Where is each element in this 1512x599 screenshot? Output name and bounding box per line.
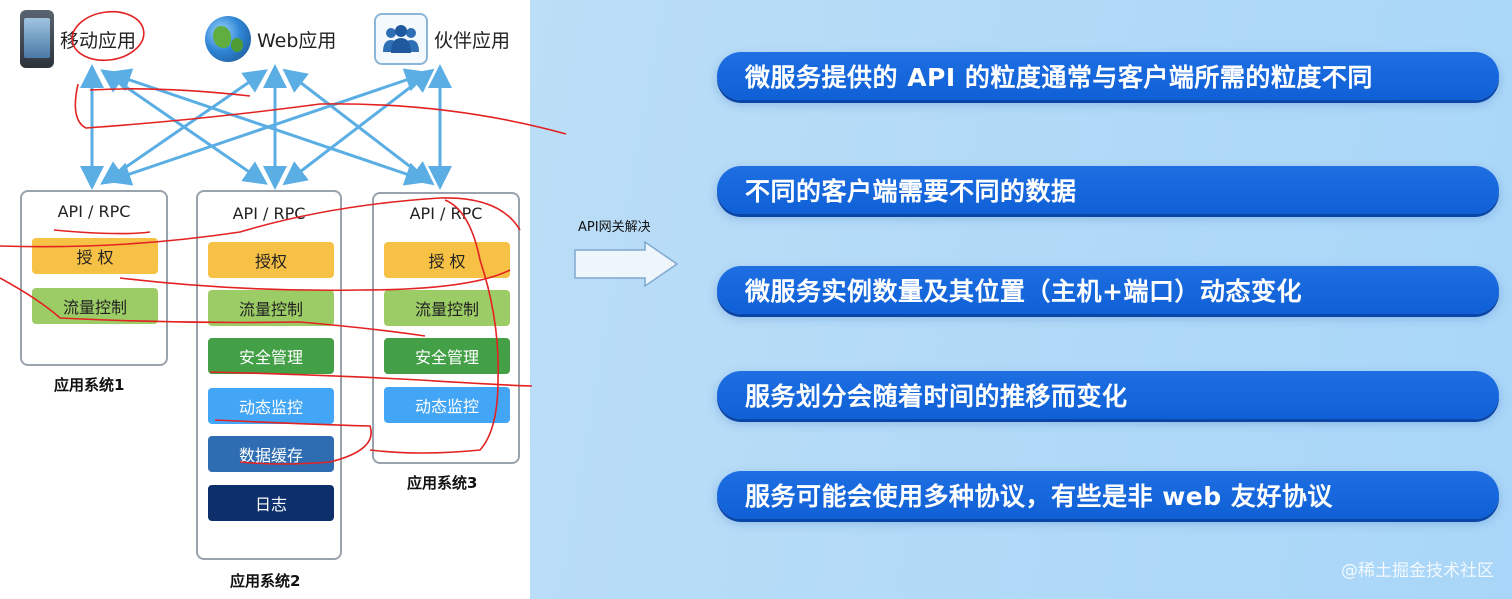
problem-pill-api-granularity: 微服务提供的 API 的粒度通常与客户端所需的粒度不同 [717, 52, 1499, 100]
problem-pill-client-data: 不同的客户端需要不同的数据 [717, 166, 1499, 214]
architecture-diagram: 移动应用 Web应用 伙伴应用 [0, 0, 530, 599]
security-module: 安全管理 [208, 338, 334, 374]
client-mobile: 移动应用 [20, 10, 136, 68]
system-3-name: 应用系统3 [407, 474, 478, 492]
traffic-control-module: 流量控制 [208, 290, 334, 326]
watermark: @稀土掘金技术社区 [1341, 561, 1494, 581]
system-1-header: API / RPC [57, 202, 131, 221]
globe-icon [205, 16, 251, 62]
auth-module: 授 权 [32, 238, 158, 274]
system-1: API / RPC 授 权 流量控制 [20, 190, 168, 366]
auth-module: 授 权 [384, 242, 510, 278]
phone-icon [20, 10, 54, 68]
problem-pill-protocols: 服务可能会使用多种协议，有些是非 web 友好协议 [717, 471, 1499, 519]
right-arrow-icon [574, 240, 679, 288]
problem-pill-instance-location: 微服务实例数量及其位置（主机+端口）动态变化 [717, 266, 1499, 314]
client-mobile-label: 移动应用 [60, 29, 137, 52]
system-3: API / RPC 授 权 流量控制 安全管理 动态监控 [372, 192, 520, 464]
log-module: 日志 [208, 485, 334, 521]
client-web-label: Web应用 [257, 29, 337, 52]
traffic-control-module: 流量控制 [32, 288, 158, 324]
monitor-module: 动态监控 [384, 387, 510, 423]
system-2-header: API / RPC [232, 204, 306, 223]
monitor-module: 动态监控 [208, 388, 334, 424]
security-module: 安全管理 [384, 338, 510, 374]
traffic-control-module: 流量控制 [384, 290, 510, 326]
client-web: Web应用 [205, 10, 336, 68]
client-partner: 伙伴应用 [374, 10, 510, 68]
system-3-header: API / RPC [409, 204, 483, 223]
system-1-name: 应用系统1 [54, 376, 125, 394]
auth-module: 授权 [208, 242, 334, 278]
cache-module: 数据缓存 [208, 436, 334, 472]
problem-pill-service-partition: 服务划分会随着时间的推移而变化 [717, 371, 1499, 419]
system-2-name: 应用系统2 [230, 572, 301, 590]
gateway-label: API网关解决 [578, 220, 651, 235]
client-partner-label: 伙伴应用 [434, 29, 511, 52]
system-2: API / RPC 授权 流量控制 安全管理 动态监控 数据缓存 日志 [196, 190, 342, 560]
users-icon [374, 13, 428, 65]
